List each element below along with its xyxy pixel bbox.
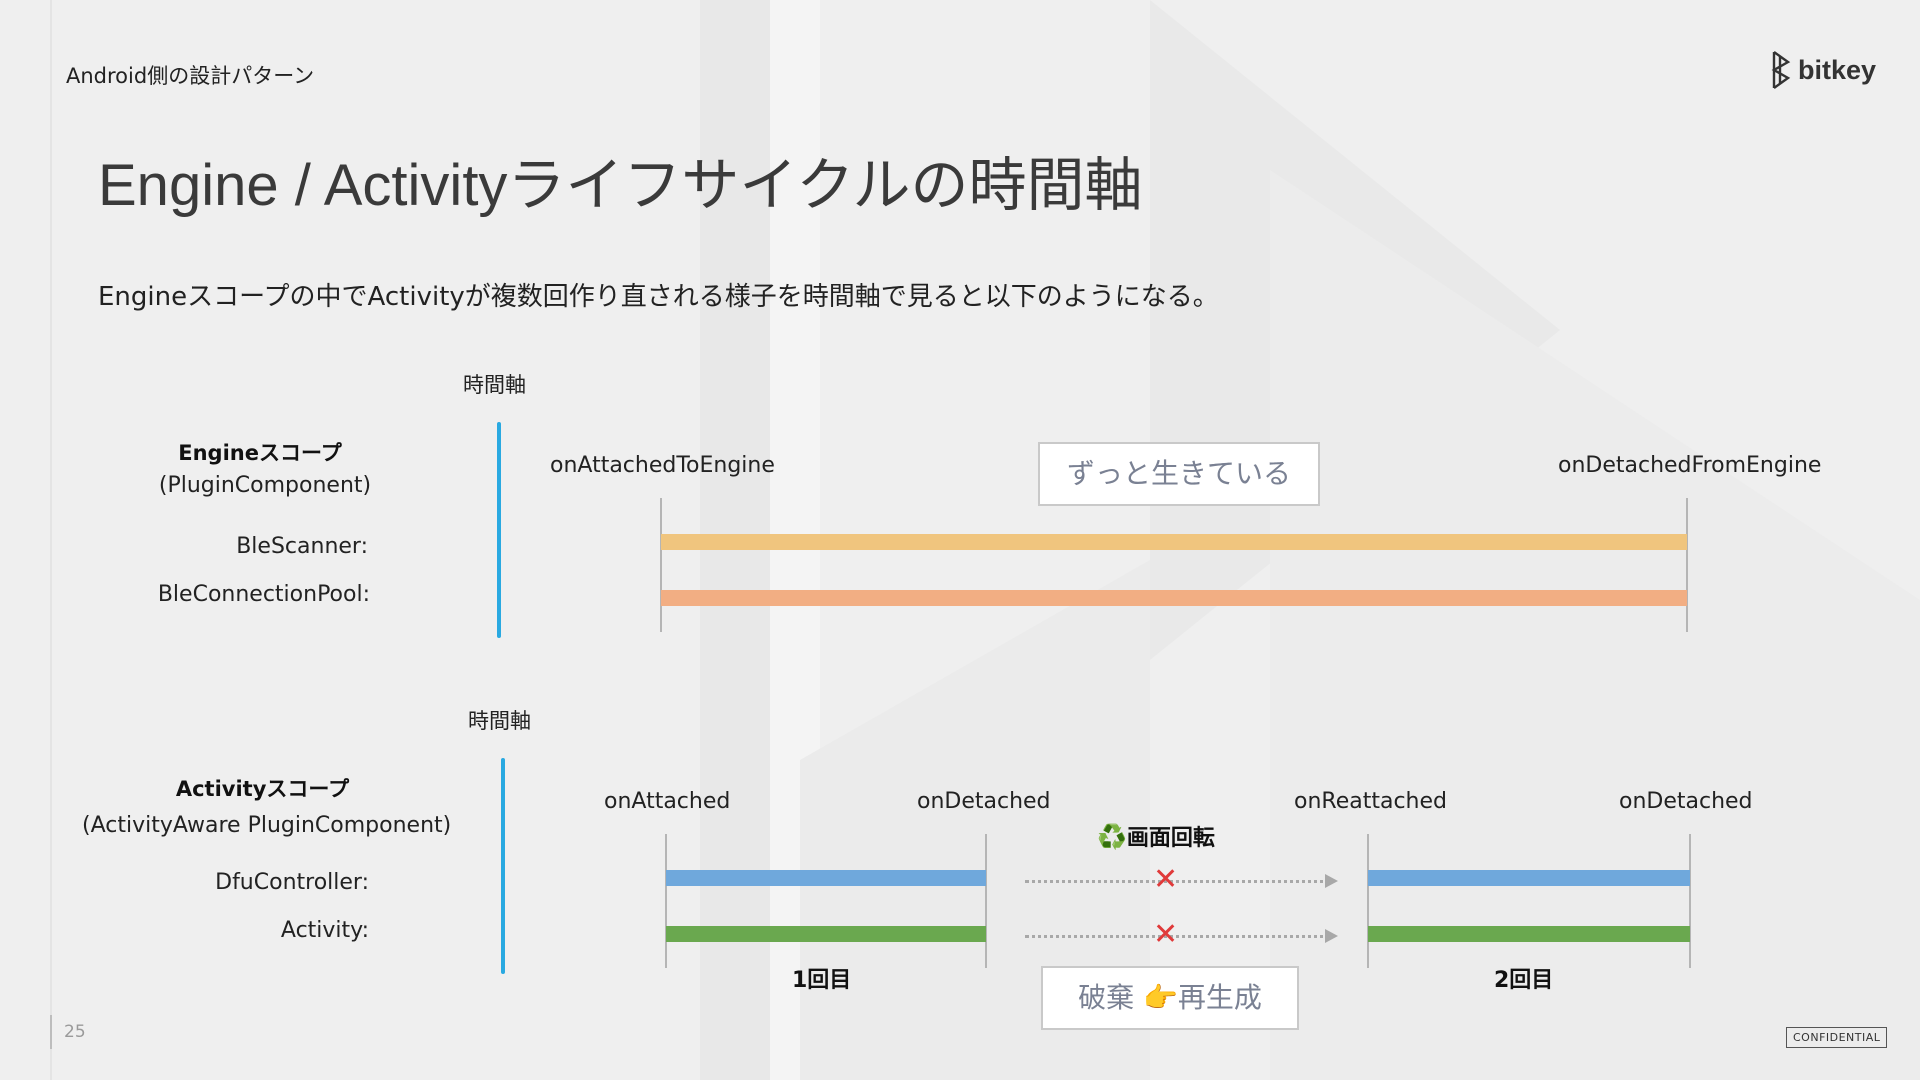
activity-scope-title: Activityスコープ <box>175 777 350 801</box>
screen-rotation-label: ♻️画面回転 <box>1097 820 1215 852</box>
activity-row-label: Activity: <box>280 918 369 943</box>
bitkey-logo: bitkey <box>1770 50 1876 90</box>
second-count-label: 2回目 <box>1494 968 1554 993</box>
activity-scope-subtitle: (ActivityAware PluginComponent) <box>82 813 452 838</box>
event-on-detached-first: onDetached <box>917 789 1051 814</box>
page-number: 25 <box>64 1022 86 1042</box>
confidential-badge: CONFIDENTIAL <box>1786 1027 1888 1048</box>
dfu-controller-first-bar <box>666 870 986 886</box>
rotation-text: 画面回転 <box>1126 826 1215 851</box>
arrow-head-icon <box>1325 874 1338 888</box>
engine-row-label: BleScanner: <box>236 534 368 559</box>
activity-axis-label: 時間軸 <box>468 709 531 733</box>
reattached-tick <box>1367 834 1369 968</box>
page-title: Engine / Activityライフサイクルの時間軸 <box>98 153 1143 218</box>
event-on-attached-to-engine: onAttachedToEngine <box>550 453 775 478</box>
arrow-head-icon <box>1325 929 1338 943</box>
activity-second-bar <box>1368 926 1690 942</box>
engine-scope-subtitle: (PluginComponent) <box>158 473 372 498</box>
activity-row-label: DfuController: <box>215 870 369 895</box>
event-on-reattached: onReattached <box>1294 789 1447 814</box>
activity-recreate-arrow <box>1025 935 1331 938</box>
footer-divider <box>50 1015 52 1049</box>
lead-text: Engineスコープの中でActivityが複数回作り直される様子を時間軸で見る… <box>98 282 1219 312</box>
first-count-label: 1回目 <box>792 968 852 993</box>
dfu-controller-second-bar <box>1368 870 1690 886</box>
engine-axis-line <box>497 422 501 638</box>
activity-first-bar <box>666 926 986 942</box>
engine-start-tick <box>660 498 662 632</box>
engine-axis-label: 時間軸 <box>463 373 526 397</box>
recycle-icon: ♻️ <box>1097 823 1127 851</box>
attached-tick <box>665 834 667 968</box>
always-alive-callout: ずっと生きている <box>1038 442 1320 506</box>
bitkey-logo-icon <box>1771 51 1791 89</box>
engine-row-label: BleConnectionPool: <box>157 582 370 607</box>
event-on-detached-from-engine: onDetachedFromEngine <box>1558 453 1822 478</box>
event-on-attached: onAttached <box>604 789 731 814</box>
destroy-recreate-callout: 破棄 👉再生成 <box>1041 966 1299 1030</box>
engine-end-tick <box>1686 498 1688 632</box>
event-on-detached-second: onDetached <box>1619 789 1753 814</box>
cross-icon: ✕ <box>1153 862 1179 897</box>
ble-scanner-lifetime-bar <box>661 534 1687 550</box>
ble-connection-pool-lifetime-bar <box>661 590 1687 606</box>
detached-second-tick <box>1689 834 1691 968</box>
activity-axis-line <box>501 758 505 974</box>
logo-text: bitkey <box>1798 54 1877 85</box>
breadcrumb: Android側の設計パターン <box>66 64 315 88</box>
cross-icon: ✕ <box>1153 917 1179 952</box>
detached-first-tick <box>985 834 987 968</box>
engine-scope-title: Engineスコープ <box>178 441 342 465</box>
dfu-controller-recreate-arrow <box>1025 880 1331 883</box>
